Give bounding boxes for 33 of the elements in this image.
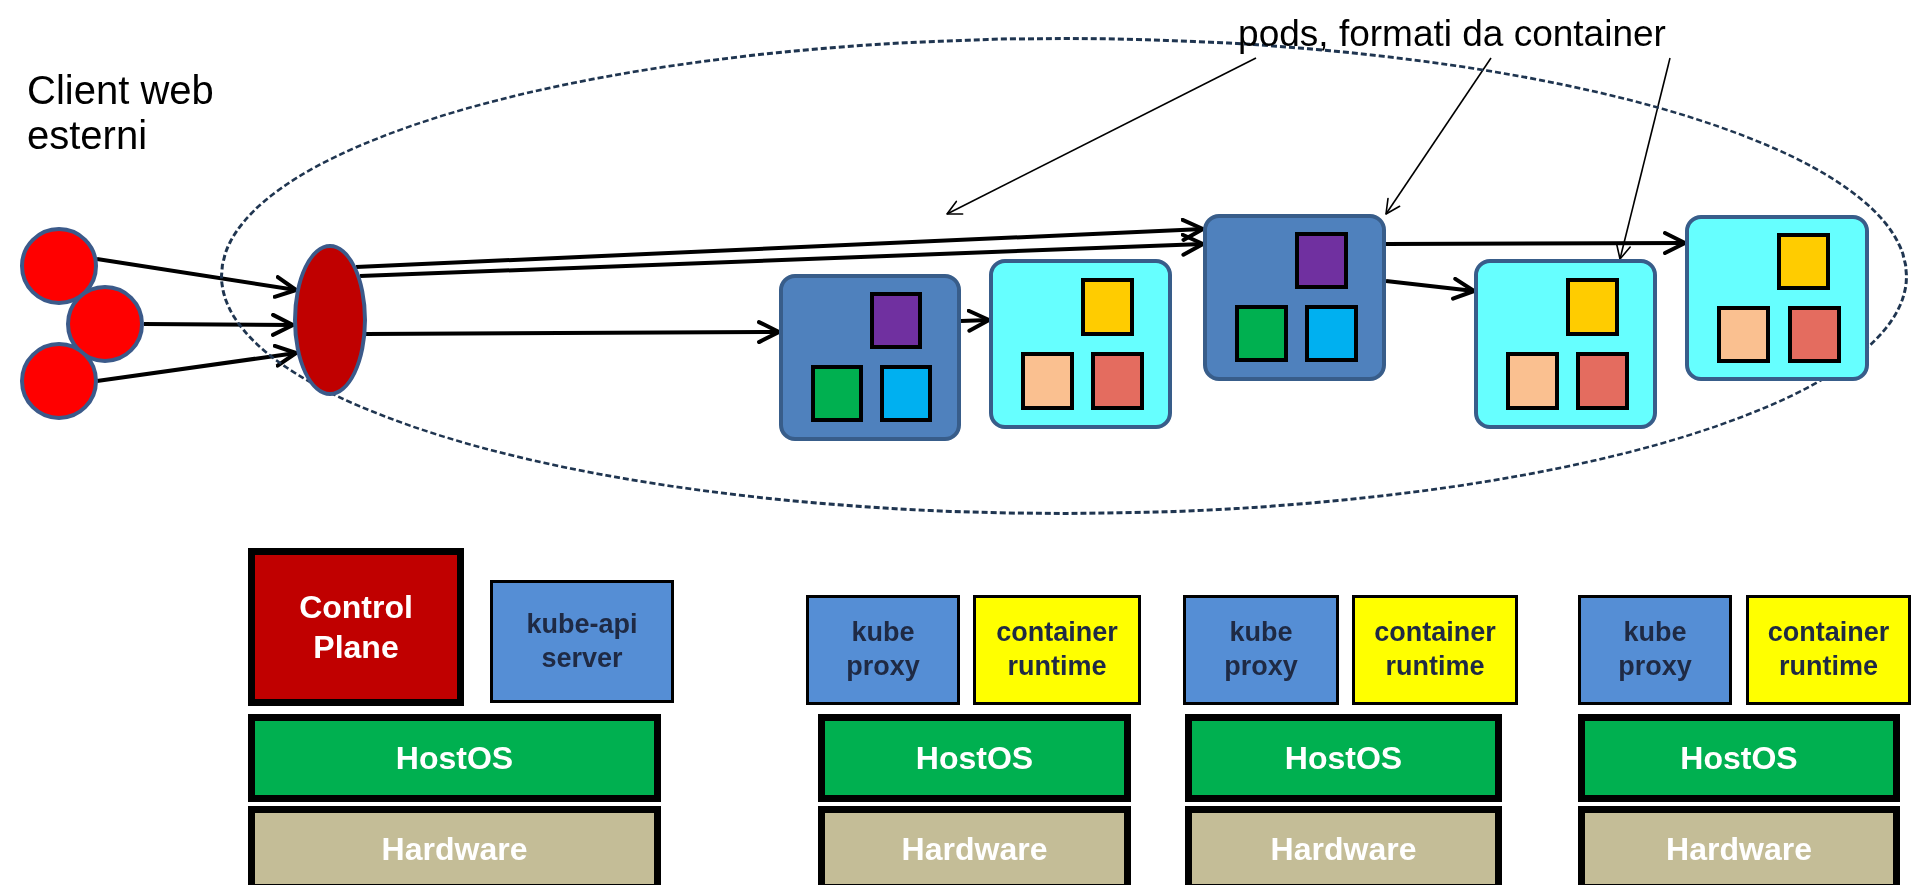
hardware-layer: Hardware [1185, 806, 1502, 885]
leader-line [946, 57, 1257, 215]
arrow [144, 312, 295, 337]
pod-box [779, 274, 961, 441]
hardware-layer: Hardware [248, 806, 661, 885]
pod-box [1474, 259, 1657, 429]
pod-box [989, 259, 1172, 429]
pod-box [1685, 215, 1869, 381]
api-server-box: kube-api server [490, 580, 674, 703]
kube-proxy-box: kube proxy [806, 595, 960, 705]
hostos-layer: HostOS [248, 714, 661, 802]
hardware-layer: Hardware [818, 806, 1131, 885]
runtime-box: container runtime [1746, 595, 1911, 705]
kube-proxy-box: kube proxy [1578, 595, 1732, 705]
runtime-box: container runtime [1352, 595, 1518, 705]
arrow [960, 308, 991, 333]
arrow [1386, 231, 1687, 256]
callout-text: pods, formati da container [1172, 10, 1732, 58]
hardware-layer: Hardware [1578, 806, 1900, 885]
arrow [366, 320, 781, 345]
arrow [1385, 276, 1476, 301]
control-plane-box: Control Plane [248, 548, 464, 706]
runtime-box: container runtime [973, 595, 1141, 705]
client-label: Client web esterni [27, 68, 215, 158]
hostos-layer: HostOS [1578, 714, 1900, 802]
arrow [359, 232, 1205, 278]
leader-line [1615, 57, 1671, 260]
hostos-layer: HostOS [818, 714, 1131, 802]
kube-proxy-box: kube proxy [1183, 595, 1339, 705]
pod-box [1203, 214, 1386, 381]
hostos-layer: HostOS [1185, 714, 1502, 802]
leader-line [1385, 57, 1492, 215]
arrow [355, 217, 1205, 269]
